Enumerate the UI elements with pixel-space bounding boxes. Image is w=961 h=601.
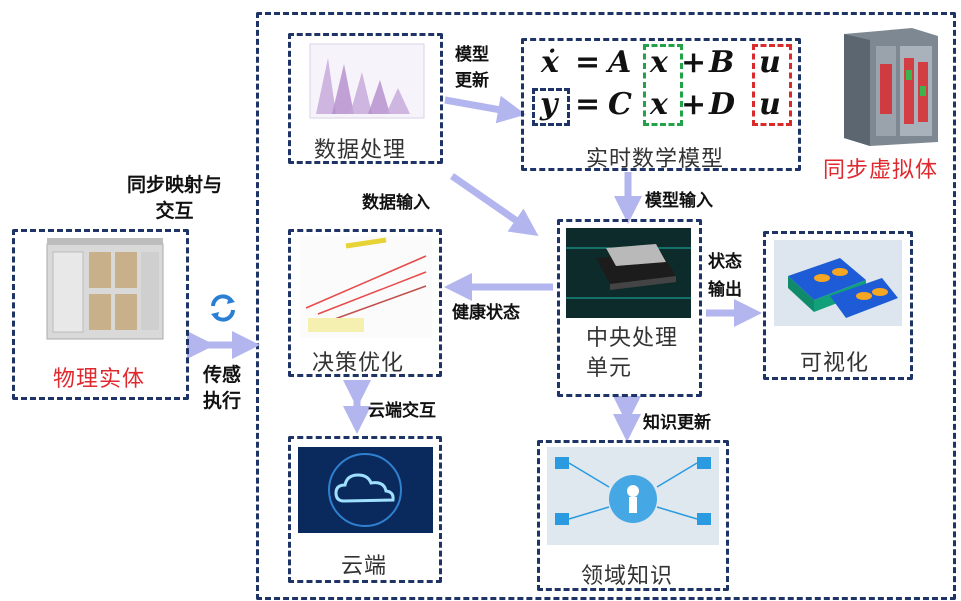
visualization-box: [763, 231, 913, 380]
model-update-label: 模型 更新: [455, 45, 489, 91]
visualization-label: 可视化: [800, 351, 870, 376]
cloud-image: [298, 447, 433, 533]
eq2-eq: =: [575, 87, 601, 122]
eq1-xdot: ẋ: [541, 45, 559, 80]
arrow-data-input: [450, 173, 539, 236]
eq2-u: u: [759, 87, 781, 122]
sync-map-label: 同步映射与 交互: [127, 174, 223, 222]
decision-chart-image: [300, 236, 432, 338]
math-model-box: [521, 38, 801, 171]
knowledge-label: 领域知识: [581, 564, 674, 589]
cabinet-image: [45, 238, 165, 341]
physical-entity-label: 物理实体: [53, 367, 146, 392]
data-input-label: 数据输入: [362, 193, 430, 213]
virtual-body-label: 同步虚拟体: [823, 158, 939, 183]
state-x-box: [643, 44, 683, 126]
data-plot-image: [302, 38, 432, 122]
decision-box: [288, 229, 442, 377]
eq1-B: B: [709, 45, 735, 80]
cloud-label: 云端: [341, 554, 388, 579]
state-output-label: 状态 输出: [708, 252, 742, 300]
arrow-model-update: [444, 95, 526, 124]
visual-3d-image: [774, 240, 902, 326]
cloud-box: [288, 436, 442, 583]
data-processing-label: 数据处理: [314, 138, 407, 163]
refresh-cycle-icon: [205, 290, 241, 326]
eq1-x: x: [650, 45, 668, 80]
eq2-D: D: [709, 87, 736, 122]
eq1-eq: =: [575, 45, 601, 80]
math-model-label: 实时数学模型: [586, 147, 725, 172]
knowledge-box: [537, 440, 729, 591]
input-u-box: [752, 44, 792, 126]
eq2-x: x: [650, 87, 668, 122]
sense-exec-label: 传感 执行: [203, 364, 242, 412]
cloud-interact-label: 云端交互: [368, 401, 436, 421]
eq2-y: y: [540, 87, 558, 122]
model-input-label: 模型输入: [645, 191, 713, 211]
decision-label: 决策优化: [312, 351, 405, 376]
eq1-u: u: [759, 45, 781, 80]
data-processing-box: [288, 33, 443, 164]
eq1-A: A: [608, 45, 632, 80]
health-state-label: 健康状态: [452, 303, 520, 323]
chip-image: [566, 228, 691, 318]
physical-entity-box: [12, 229, 189, 400]
eq2-C: C: [608, 87, 632, 122]
virtual-cabinet-image: [838, 24, 942, 146]
knowledge-update-label: 知识更新: [643, 413, 711, 433]
eq2-plus: +: [681, 87, 707, 122]
cpu-label: 中央处理 单元: [586, 326, 679, 381]
digital-twin-frame: [256, 12, 956, 600]
output-y-box: [532, 88, 570, 126]
cpu-box: [557, 219, 702, 397]
knowledge-image: [547, 447, 719, 545]
eq1-plus: +: [681, 45, 707, 80]
